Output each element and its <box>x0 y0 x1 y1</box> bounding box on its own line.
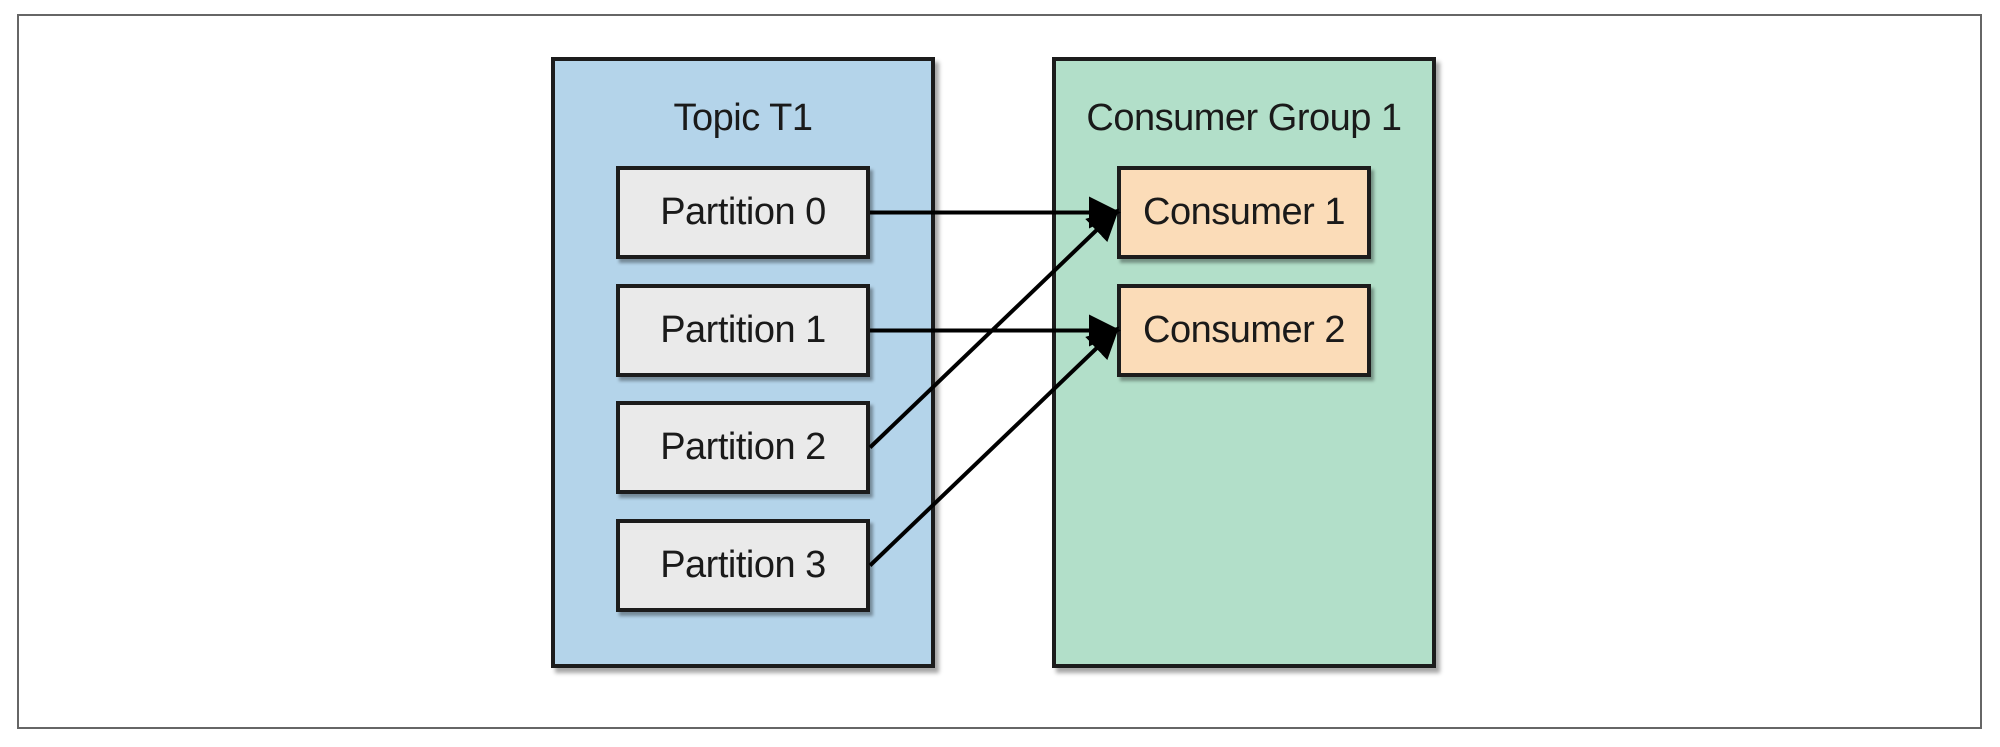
partition-1-box: Partition 1 <box>616 284 870 377</box>
consumer-1-box: Consumer 1 <box>1117 166 1371 259</box>
diagram-frame <box>17 14 1982 729</box>
partition-2-box: Partition 2 <box>616 401 870 494</box>
consumer-2-box: Consumer 2 <box>1117 284 1371 377</box>
partition-3-box: Partition 3 <box>616 519 870 612</box>
partition-0-box: Partition 0 <box>616 166 870 259</box>
topic-title: Topic T1 <box>673 97 813 139</box>
consumer-group-title: Consumer Group 1 <box>1086 97 1402 139</box>
